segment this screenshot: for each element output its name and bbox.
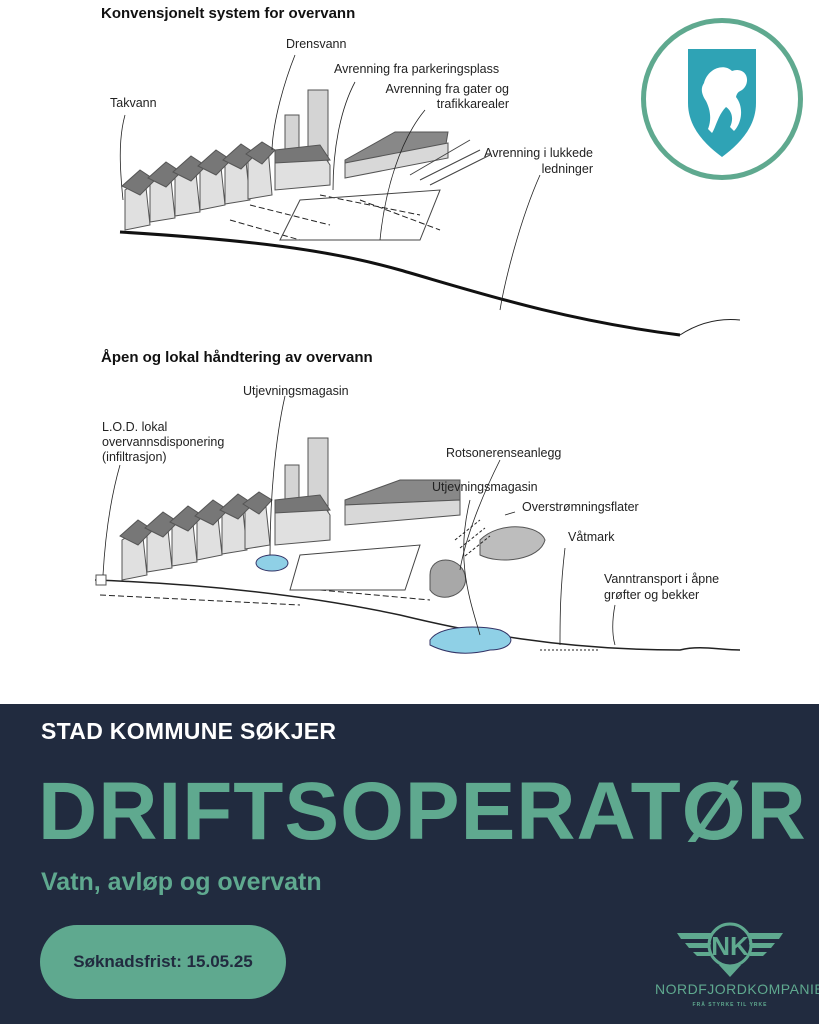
top-diagram-title: Konvensjonelt system for overvann [101, 5, 356, 22]
job-subtitle: Vatn, avløp og overvatn [41, 868, 322, 896]
label-lukkede-2: ledninger [541, 162, 593, 176]
label-gater-1: Avrenning fra gater og [385, 82, 509, 96]
stormwater-diagram: Konvensjonelt system for overvann Drensv… [94, 5, 803, 654]
job-title: DRIFTSOPERATØR [38, 766, 807, 857]
label-lod-3: (infiltrasjon) [102, 450, 167, 464]
partner-tagline: FRÅ STYRKE TIL YRKE [692, 1002, 768, 1008]
horse-shield-icon [688, 49, 756, 157]
label-vanntransport-2: grøfter og bekker [604, 588, 700, 602]
top-leader-lines [119, 54, 541, 311]
municipality-logo [641, 18, 803, 180]
label-overstromning: Overstrømningsflater [522, 500, 639, 514]
bottom-leader-lines [102, 395, 616, 646]
job-ad-banner: STAD KOMMUNE SØKJER DRIFTSOPERATØR Vatn,… [0, 704, 819, 1024]
employer-heading: STAD KOMMUNE SØKJER [41, 718, 337, 744]
label-vanntransport-1: Vanntransport i åpne [604, 572, 720, 586]
diagram-illustration [94, 54, 741, 654]
partner-name: NORDFJORDKOMPANIET [655, 981, 819, 997]
nordfjordkompaniet-logo: NK NORDFJORDKOMPANIET FRÅ STYRKE TIL YRK… [655, 919, 819, 1019]
label-lukkede-1: Avrenning i lukkede [484, 146, 593, 160]
bottom-diagram-title: Åpen og lokal håndtering av overvann [101, 349, 373, 366]
label-utjevningsmagasin-1: Utjevningsmagasin [243, 384, 349, 398]
label-vatmark: Våtmark [568, 530, 615, 544]
top-scene [119, 89, 741, 337]
label-parkering: Avrenning fra parkeringsplass [334, 62, 500, 76]
label-lod-1: L.O.D. lokal [102, 420, 168, 434]
label-rotsone: Rotsonerenseanlegg [446, 446, 562, 460]
label-utjevningsmagasin-2: Utjevningsmagasin [432, 480, 538, 494]
nk-letters: NK [711, 931, 749, 961]
label-drensvann: Drensvann [286, 37, 347, 51]
winged-nk-emblem-icon: NK [677, 922, 783, 977]
deadline-badge: Søknadsfrist: 15.05.25 [40, 925, 286, 999]
label-takvann: Takvann [110, 96, 157, 110]
label-gater-2: trafikkarealer [436, 97, 509, 111]
label-lod-2: overvannsdisponering [102, 435, 225, 449]
bottom-scene [94, 437, 741, 654]
